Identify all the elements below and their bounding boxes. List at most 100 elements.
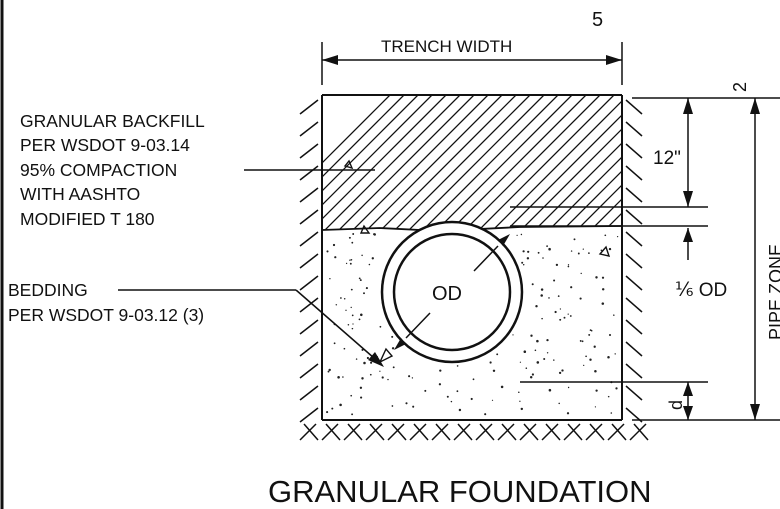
hatch-stroke (557, 95, 622, 231)
stipple-dot (520, 407, 524, 411)
sheet-number: 5 (592, 9, 603, 31)
hatch-stroke (625, 341, 643, 357)
stipple-dot (567, 264, 570, 266)
stipple-dot (595, 276, 598, 279)
stipple-dot (342, 376, 344, 378)
stipple-dot (593, 345, 596, 348)
right-dimensions (510, 97, 780, 421)
stipple-dot (470, 397, 473, 401)
stipple-dot (350, 306, 352, 309)
hatch-stroke (625, 143, 643, 159)
stipple-dot (546, 338, 549, 342)
stipple-dot (601, 276, 605, 279)
stipple-dot (595, 389, 598, 392)
hatch-stroke (571, 95, 622, 231)
hatch-stroke (628, 95, 768, 235)
stipple-dot (512, 334, 514, 336)
hatch-stroke (299, 341, 319, 357)
bedding-stipple (326, 233, 619, 416)
stipple-dot (540, 294, 543, 297)
stipple-dot (559, 318, 562, 321)
hatch-stroke (459, 95, 601, 231)
hatch-stroke (361, 95, 503, 231)
hatch-stroke (625, 121, 643, 137)
hatch-stroke (299, 187, 319, 203)
hatch-stroke (625, 209, 643, 225)
stipple-dot (534, 349, 537, 352)
bedding-line-2: PER WSDOT 9-03.12 (3) (8, 305, 204, 325)
hatch-stroke (523, 423, 539, 441)
hatch-stroke (712, 95, 780, 235)
stipple-dot (527, 250, 530, 253)
stipple-dot (554, 310, 557, 314)
hatch-stroke (365, 423, 383, 441)
stipple-dot (345, 309, 347, 311)
stipple-dot (561, 369, 564, 372)
drawing-title: GRANULAR FOUNDATION (268, 474, 652, 509)
stipple-dot (608, 333, 612, 337)
hatch-stroke (567, 423, 583, 441)
hatch-stroke (457, 423, 473, 441)
hatch-stroke (299, 143, 319, 159)
hatch-stroke (611, 423, 627, 441)
hatch-stroke (409, 423, 427, 441)
stipple-dot (580, 272, 582, 275)
stipple-dot (557, 295, 560, 297)
hatch-stroke (563, 423, 581, 441)
stipple-dot (500, 385, 504, 389)
stipple-dot (518, 391, 520, 394)
hatch-stroke (299, 407, 319, 423)
stipple-dot (334, 256, 337, 259)
stipple-dot (335, 304, 338, 306)
stipple-dot (328, 368, 331, 372)
stipple-dot (438, 383, 442, 386)
stipple-dot (350, 258, 353, 261)
stipple-dot (351, 314, 354, 317)
stipple-dot (349, 262, 352, 265)
stipple-dot (613, 314, 615, 316)
stipple-dot (610, 412, 613, 414)
hatch-stroke (684, 95, 780, 235)
hatch-stroke (589, 423, 605, 441)
hatch-stroke (625, 231, 643, 247)
hatch-stroke (299, 165, 319, 181)
hatch-stroke (333, 95, 475, 231)
stipple-dot (608, 247, 612, 251)
stipple-dot (546, 245, 548, 247)
hatch-stroke (545, 423, 561, 441)
stipple-dot (546, 352, 549, 354)
stipple-dot (519, 361, 522, 363)
stipple-dot (349, 259, 351, 261)
bedding-callout: BEDDING PER WSDOT 9-03.12 (3) (8, 280, 384, 367)
stipple-dot (405, 402, 408, 405)
stipple-dot (491, 399, 494, 401)
bedding-depth-label: d (666, 400, 686, 410)
hatch-stroke (299, 209, 319, 225)
od-dimension (394, 234, 510, 350)
stipple-dot (329, 278, 331, 280)
stipple-dot (615, 387, 618, 390)
hatch-stroke (403, 95, 545, 231)
hatch-stroke (585, 95, 622, 231)
hatch-stroke (543, 95, 622, 231)
hatch-stroke (625, 319, 643, 335)
hatch-stroke (629, 423, 647, 441)
hatch-stroke (321, 423, 339, 441)
stipple-dot (370, 361, 373, 364)
hatch-stroke (389, 95, 531, 231)
hatch-stroke (625, 385, 643, 401)
stipple-dot (365, 287, 368, 290)
stipple-dot (529, 376, 533, 379)
hatch-stroke (299, 253, 319, 269)
hatch-stroke (322, 95, 433, 231)
stipple-dot (566, 412, 570, 415)
hatch-stroke (625, 275, 643, 291)
backfill-line-4: WITH AASHTO (20, 184, 140, 204)
stipple-dot (391, 335, 394, 338)
stipple-dot (521, 261, 524, 264)
hatch-stroke (322, 95, 419, 231)
hatch-stroke (299, 319, 319, 335)
stipple-dot (604, 234, 607, 237)
stipple-dot (558, 371, 562, 375)
